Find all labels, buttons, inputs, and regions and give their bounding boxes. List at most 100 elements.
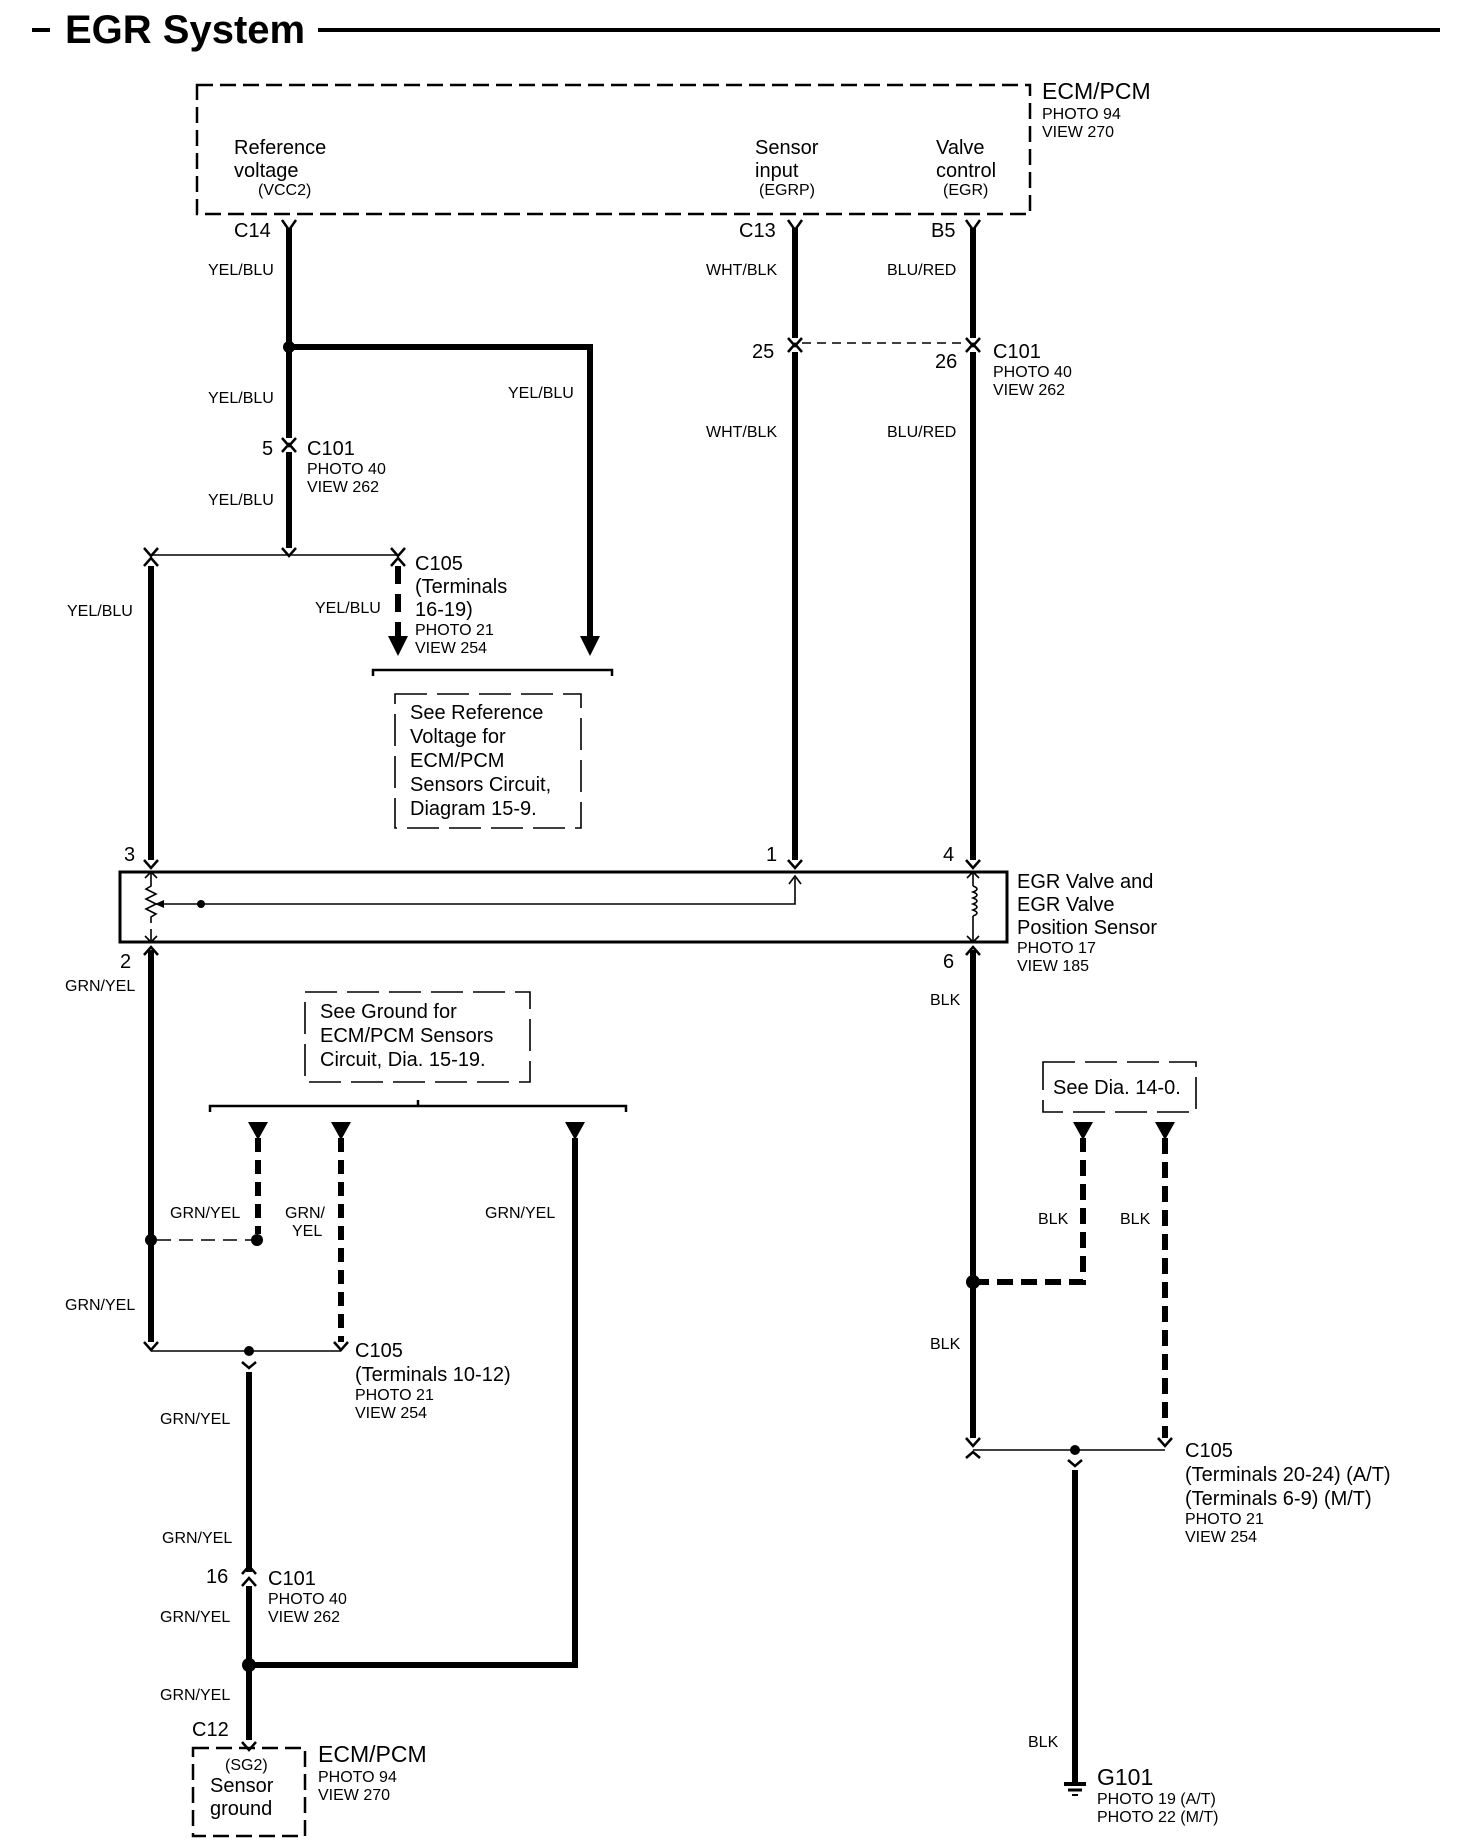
c101-view: VIEW 262 [268,1609,340,1626]
ecm-sens-code: (EGRP) [759,182,815,199]
ecm-pcm-top-box [195,83,1032,216]
note-bracket [208,1104,628,1112]
ecm-top-photo: PHOTO 94 [1042,106,1121,123]
note-ref-4: Sensors Circuit, [410,774,551,796]
wire-label-grn-yel: GRN/YEL [160,1687,230,1704]
c101-photo: PHOTO 40 [268,1591,347,1608]
wire-blk-dashed [973,1138,1086,1285]
arrow-down [1155,1122,1175,1140]
ecm-bottom-view: VIEW 270 [318,1787,390,1804]
egr-valve-sensor-box [118,870,1009,944]
splice-dot [251,1234,263,1246]
splice-dot [244,1346,254,1356]
c101-view: VIEW 262 [307,479,379,496]
ecm-bottom-line-1: Sensor [210,1775,274,1797]
pin-c12: C12 [192,1719,229,1741]
c105-right-mt: (Terminals 6-9) (M/T) [1185,1488,1372,1510]
sensor-name-2: EGR Valve [1017,894,1114,916]
connector-c101-pin16 [241,1564,257,1587]
wire-label-blu-red: BLU/RED [887,262,956,279]
sensor-bottom-forks [143,945,981,956]
wire-label-yel-blu: YEL/BLU [315,600,381,617]
pin-c13: C13 [739,220,776,242]
connector-c101-pin26 [965,337,981,353]
c105-top-terminals-1: (Terminals [415,576,507,598]
pot-arrows [144,870,158,944]
c105-top-terminals-2: 16-19) [415,599,473,621]
sensor-photo: PHOTO 17 [1017,940,1096,957]
sensor-name-3: Position Sensor [1017,917,1157,939]
wire-label-grn-yel: GRN/YEL [65,978,135,995]
c105-right-fork [965,1450,981,1459]
ecm-sens-label-1: Sensor [755,137,819,159]
c105-right-photo: PHOTO 21 [1185,1511,1264,1528]
wire-label-yel-blu: YEL/BLU [208,262,274,279]
splice-dot [1070,1445,1080,1455]
wire-grn-yel-return [249,1138,578,1668]
ground-photo-at: PHOTO 19 (A/T) [1097,1791,1216,1808]
c105-right-label: C105 [1185,1440,1233,1462]
c105-forks [143,547,406,558]
arrow-down [331,1122,351,1140]
c105-mid-label: C105 [355,1340,403,1362]
note-ref-2: Voltage for [410,726,506,748]
note-ground-box [304,991,531,1083]
wire-label-blk: BLK [1120,1211,1151,1228]
ecm-ref-label-1: Reference [234,137,326,159]
ecm-top-name: ECM/PCM [1042,78,1151,104]
wiper-arrow [155,900,164,908]
wiper-wire [155,878,796,905]
c105-top-photo: PHOTO 21 [415,622,494,639]
c105-top-label: C105 [415,553,463,575]
wire-label-grn-yel: GRN/YEL [170,1205,240,1222]
c105-mid-view: VIEW 254 [355,1405,427,1422]
ground-photo-mt: PHOTO 22 (M/T) [1097,1809,1219,1826]
wire-label-grn-yel: GRN/YEL [485,1205,555,1222]
ecm-bottom-name: ECM/PCM [318,1741,427,1767]
splice-dot [242,1658,256,1672]
c101-label: C101 [307,438,355,460]
ecm-ref-code: (VCC2) [258,182,311,199]
splice-dot [145,1234,157,1246]
sensor-pin-1: 1 [766,844,777,866]
pin-25: 25 [752,341,774,363]
pin-26: 26 [935,351,957,373]
wire-label-blk: BLK [930,1336,961,1353]
terminal-arrow [788,874,802,885]
ecm-ref-label-2: voltage [234,160,299,182]
wire-label-yel: YEL [292,1223,322,1240]
sensor-pin-3: 3 [124,844,135,866]
note-gnd-1: See Ground for [320,1001,457,1023]
c105-forks-2 [143,556,406,567]
connector-c101-pin5 [281,437,297,453]
sensor-name-1: EGR Valve and [1017,871,1153,893]
c101-photo: PHOTO 40 [993,364,1072,381]
c105-mid-forks [143,1341,349,1352]
note-dia14-box [1042,1061,1197,1113]
wire-label-grn-yel: GRN/YEL [65,1297,135,1314]
c101-label: C101 [993,341,1041,363]
ecm-bottom-line-2: ground [210,1798,272,1820]
ground-icon [1064,1782,1086,1796]
arrow-down [1073,1122,1093,1140]
arrow-down [565,1122,585,1140]
wire-label-grn-yel: GRN/YEL [160,1609,230,1626]
note-ref-3: ECM/PCM [410,750,504,772]
ecm-valve-label-2: control [936,160,996,182]
note-bracket [371,668,614,676]
c101-photo: PHOTO 40 [307,461,386,478]
arrow-down [248,1122,268,1140]
arrow-down [388,636,408,656]
wire-yel-blu-branch [289,344,593,636]
pin-5: 5 [262,438,273,460]
wire-label-grn-yel: GRN/YEL [162,1530,232,1547]
wire-label-yel-blu: YEL/BLU [208,492,274,509]
ecm-bottom-code: (SG2) [225,1757,268,1774]
wire-label-yel-blu: YEL/BLU [67,603,133,620]
arrow-down [580,636,600,656]
ecm-sens-label-2: input [755,160,799,182]
c105-right-view: VIEW 254 [1185,1529,1257,1546]
wire-label-blu-red: BLU/RED [887,424,956,441]
potentiometer-icon [144,880,158,923]
